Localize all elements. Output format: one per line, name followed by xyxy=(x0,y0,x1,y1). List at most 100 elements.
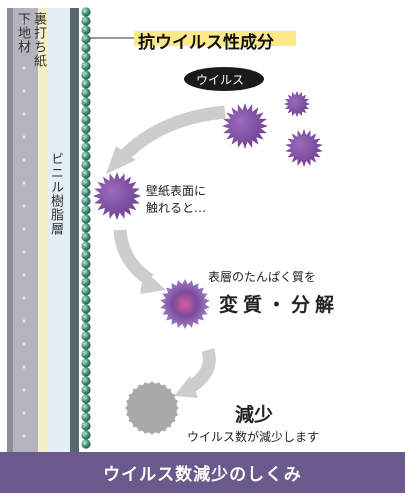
callout-highlight xyxy=(134,31,296,46)
antiviral-bead xyxy=(81,331,91,341)
virus xyxy=(93,172,141,220)
backing-paper-label: 裏打ち紙 xyxy=(31,12,46,68)
arrow-1-head xyxy=(106,146,136,174)
substrate-dot xyxy=(22,66,26,70)
antiviral-bead xyxy=(81,205,91,215)
antiviral-bead xyxy=(81,61,91,71)
antiviral-bead xyxy=(81,385,91,395)
antiviral-bead xyxy=(81,52,91,62)
substrate-dot xyxy=(22,204,26,208)
antiviral-bead xyxy=(81,151,91,161)
callout-label: 抗ウイルス性成分 xyxy=(138,33,274,53)
antiviral-bead xyxy=(81,439,91,449)
antiviral-bead xyxy=(81,88,91,98)
antiviral-bead xyxy=(81,268,91,278)
antiviral-bead xyxy=(81,16,91,26)
footer-title: ウイルス数減少のしくみ xyxy=(0,452,405,493)
antiviral-bead xyxy=(81,367,91,377)
substrate-dot xyxy=(22,112,26,116)
substrate-dot xyxy=(22,273,26,277)
substrate-dot xyxy=(22,434,26,438)
substrate-dot xyxy=(22,319,26,323)
substrate-dot xyxy=(22,365,26,369)
substrate-dots xyxy=(22,20,26,438)
antiviral-bead xyxy=(81,187,91,197)
antiviral-bead xyxy=(81,277,91,287)
antiviral-bead xyxy=(81,394,91,404)
decaying-virus xyxy=(160,279,210,329)
antiviral-bead xyxy=(81,223,91,233)
antiviral-bead xyxy=(81,286,91,296)
virus-badge-label: ウイルス xyxy=(196,73,245,87)
antiviral-bead xyxy=(81,142,91,152)
antiviral-bead xyxy=(81,421,91,431)
step1-line2: 触れると… xyxy=(146,201,207,215)
antiviral-bead xyxy=(81,313,91,323)
antiviral-bead xyxy=(81,304,91,314)
arrow-2-head xyxy=(140,270,166,294)
substrate-highlight xyxy=(7,8,13,454)
antiviral-bead xyxy=(81,349,91,359)
virus-badge xyxy=(184,67,264,91)
antiviral-bead xyxy=(81,358,91,368)
antiviral-bead xyxy=(81,295,91,305)
antiviral-bead xyxy=(81,34,91,44)
virus xyxy=(222,103,268,149)
antiviral-bead xyxy=(81,178,91,188)
antiviral-bead xyxy=(81,106,91,116)
antiviral-bead xyxy=(81,124,91,134)
antiviral-bead xyxy=(81,115,91,125)
substrate-dot xyxy=(22,181,26,185)
vinyl-edge xyxy=(70,8,79,454)
substrate-dot xyxy=(22,227,26,231)
reduced-virus-spikes xyxy=(125,381,179,435)
vinyl-resin-label: ビニル樹脂層 xyxy=(48,152,63,236)
substrate-dot xyxy=(22,388,26,392)
antiviral-bead xyxy=(81,403,91,413)
antiviral-bead xyxy=(81,259,91,269)
step3-headline: 減少 xyxy=(235,404,274,426)
substrate-dot xyxy=(22,89,26,93)
antiviral-bead xyxy=(81,133,91,143)
step1-line1: 壁紙表面に xyxy=(146,184,207,198)
substrate-dot xyxy=(22,135,26,139)
substrate-dot xyxy=(22,296,26,300)
arrow-3 xyxy=(188,348,216,392)
antiviral-bead xyxy=(81,70,91,80)
antiviral-bead xyxy=(81,79,91,89)
arrow-1 xyxy=(117,105,226,163)
antiviral-bead xyxy=(81,241,91,251)
substrate-dot xyxy=(22,20,26,24)
substrate-dot xyxy=(22,43,26,47)
antiviral-bead xyxy=(81,250,91,260)
antiviral-bead-column xyxy=(81,7,91,449)
decaying-virus-body xyxy=(160,279,210,329)
antiviral-bead xyxy=(81,214,91,224)
antiviral-bead xyxy=(81,322,91,332)
antiviral-bead xyxy=(81,7,91,17)
substrate-dot xyxy=(22,250,26,254)
backing-paper-layer xyxy=(38,8,48,454)
virus xyxy=(285,129,323,167)
antiviral-bead xyxy=(81,430,91,440)
step3-caption: ウイルス数が減少します xyxy=(187,430,320,444)
arrow-3-head xyxy=(174,376,198,398)
reduced-virus-outline xyxy=(125,381,179,435)
antiviral-bead xyxy=(81,169,91,179)
antiviral-bead xyxy=(81,412,91,422)
antiviral-bead xyxy=(81,340,91,350)
antiviral-bead xyxy=(81,160,91,170)
antiviral-bead xyxy=(81,376,91,386)
substrate-label: 下地材 xyxy=(15,12,30,54)
substrate-dot xyxy=(22,411,26,415)
antiviral-bead xyxy=(81,43,91,53)
antiviral-bead xyxy=(81,232,91,242)
virus xyxy=(284,91,310,117)
substrate-dot xyxy=(22,158,26,162)
step2-headline: 変質・分解 xyxy=(219,294,340,316)
antiviral-bead xyxy=(81,97,91,107)
substrate-dot xyxy=(22,342,26,346)
step2-caption: 表層のたんぱく質を xyxy=(208,270,317,284)
antiviral-bead xyxy=(81,196,91,206)
antiviral-bead xyxy=(81,25,91,35)
